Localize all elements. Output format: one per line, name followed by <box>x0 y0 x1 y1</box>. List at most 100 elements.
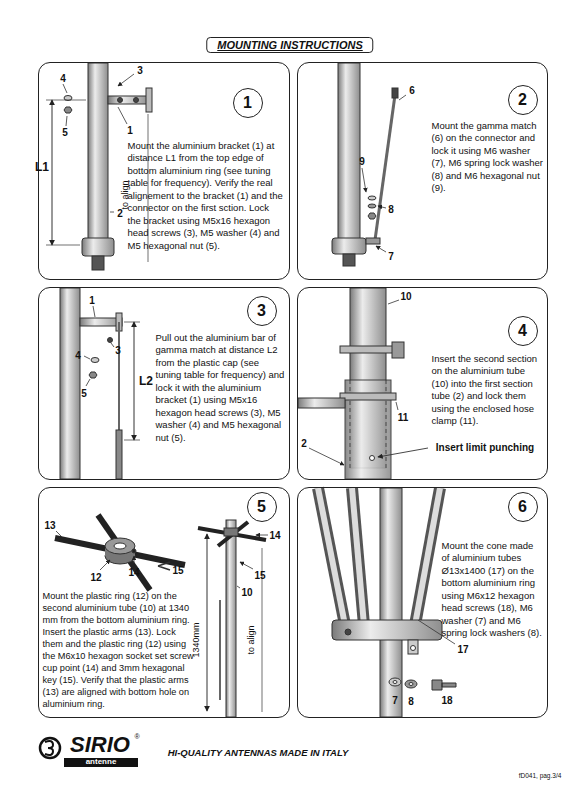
step-number-text: 3 <box>257 302 266 320</box>
step1-art-part <box>110 212 114 213</box>
step2-art-part <box>368 213 376 219</box>
step5-art-part <box>132 549 136 553</box>
step4-art-part <box>298 398 345 408</box>
step3-art <box>60 288 140 479</box>
brand: SIRIO <box>70 733 130 757</box>
step3-art-part <box>124 440 140 441</box>
callout-number: 12 <box>90 572 101 583</box>
callout-number: 7 <box>388 251 394 262</box>
step3-art-part <box>84 356 90 359</box>
callout-number: 15 <box>172 565 183 576</box>
callout-number: 3 <box>115 345 121 356</box>
step5-art-part <box>224 528 238 536</box>
callout-number: 11 <box>398 412 409 423</box>
step6-art-part <box>318 488 345 625</box>
step5-art-part <box>256 535 268 536</box>
step-number: 2 <box>508 85 538 115</box>
step4-art-part <box>370 456 375 461</box>
step1-art-part <box>118 74 134 86</box>
step1-art-part <box>52 100 53 245</box>
step3-art-part <box>86 379 90 386</box>
step6-art-part <box>352 488 364 625</box>
instruction-text: Mount the cone made of aluminium tubes Ø… <box>442 540 544 640</box>
step3-art-part <box>116 430 122 479</box>
step5-art-part <box>219 600 221 700</box>
callout-number: 14 <box>269 530 280 541</box>
step1-art-part <box>82 238 114 256</box>
step6-art-part <box>389 678 401 686</box>
callout-number: 1 <box>127 125 133 136</box>
step5-art-part <box>114 543 126 549</box>
step3-art-part <box>134 322 135 440</box>
step-panel: Pull out the aluminium bar of gamma matc… <box>38 287 290 480</box>
logo-mark-part <box>64 758 138 767</box>
step3-art-part <box>124 322 140 323</box>
page-ref: fD041, pag.3/4 <box>519 772 562 779</box>
step5-art-part <box>226 520 236 717</box>
callout-number: 2 <box>301 438 307 449</box>
step6-art-part <box>380 488 402 717</box>
instruction-text: Mount the aluminium bracket (1) at dista… <box>128 140 284 253</box>
step4-art-part <box>340 393 396 400</box>
step2-art-part <box>375 95 395 240</box>
step1-art-part <box>118 107 127 124</box>
step-number-text: 5 <box>257 498 266 516</box>
step6-art-part <box>415 488 440 625</box>
callout-number: 3 <box>137 65 143 76</box>
dimension: L1 <box>35 161 49 174</box>
callout-number: 1 <box>89 295 95 306</box>
dimension: 1340mm <box>192 622 202 657</box>
step-number-text: 2 <box>518 91 527 109</box>
dimension: L2 <box>139 375 153 388</box>
step-number: 3 <box>247 296 277 326</box>
instruction-text: Mount the gamma match (6) on the connect… <box>432 120 544 195</box>
step4-art-part <box>388 300 399 304</box>
align-note: to align <box>121 180 131 209</box>
step2-art-part <box>376 246 386 252</box>
callout-number: 13 <box>44 520 55 531</box>
step-panel: Mount the aluminium bracket (1) at dista… <box>38 62 290 280</box>
step5-art-part <box>198 528 266 540</box>
step6-art-part <box>432 680 456 690</box>
callout-number: 9 <box>359 156 365 167</box>
step6-art-part <box>393 681 397 684</box>
step3-art-part <box>91 358 99 363</box>
step1-art-part <box>118 98 123 103</box>
logo-mark-part <box>40 738 60 758</box>
brand-mark: ® <box>134 733 139 741</box>
step6-art-part <box>345 629 351 635</box>
step2-art-part <box>399 95 406 100</box>
step4-art <box>298 288 428 479</box>
step3-art-part <box>93 306 95 317</box>
step2-art-part <box>368 204 376 208</box>
step6-art-part <box>318 488 345 625</box>
callout-number: 4 <box>75 350 81 361</box>
step6-art-part <box>411 646 416 651</box>
step2-art-part <box>366 238 380 244</box>
step6-art-part <box>415 488 440 625</box>
step3-art-part <box>108 338 113 343</box>
step2-art-part <box>378 206 386 208</box>
step5-art-part <box>100 560 110 570</box>
step-panel: Mount the plastic ring (12) on the secon… <box>38 487 290 718</box>
callout-number: 17 <box>457 644 468 655</box>
align-note: to align <box>247 625 257 654</box>
step1-art-part <box>134 98 139 103</box>
step3-art-part <box>111 343 114 347</box>
step6-art-part <box>408 640 418 654</box>
step2-art-part <box>368 196 376 200</box>
step-number-text: 1 <box>243 94 252 112</box>
step-panel: Mount the gamma match (6) on the connect… <box>297 62 548 280</box>
slogan: HI-QUALITY ANTENNAS MADE IN ITALY <box>168 748 349 758</box>
step3-art-part <box>118 322 120 430</box>
step6-art-part <box>332 620 442 640</box>
instruction-text: Insert the second section on the alumini… <box>432 353 544 428</box>
step1-art-part <box>108 96 148 104</box>
brand-sub: antenne <box>86 758 117 767</box>
step4-art-part <box>340 346 396 353</box>
step2-art-part <box>332 238 366 254</box>
step6-art-part <box>409 683 413 686</box>
step-number-text: 4 <box>518 322 527 340</box>
step1-art-part <box>66 116 67 126</box>
step2-art-part <box>338 63 360 239</box>
